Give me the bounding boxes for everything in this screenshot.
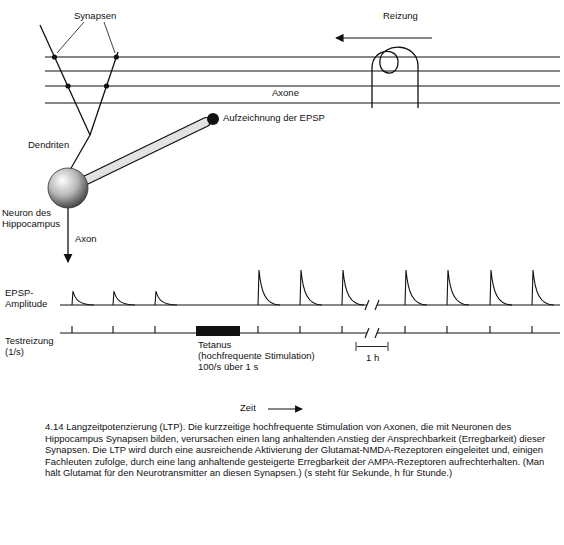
leader-lines — [57, 22, 115, 53]
synapse-dot — [52, 54, 57, 59]
label-text: 1 h — [366, 353, 379, 364]
axon-line — [45, 85, 560, 86]
recording-electrode-outline — [82, 122, 206, 182]
test-stimulus-tick — [341, 326, 342, 333]
label-text: Tetanus — [198, 340, 231, 351]
label-text: Axon — [75, 234, 97, 245]
time-bracket — [356, 342, 388, 351]
leader-line — [104, 22, 115, 53]
electrode-tip — [207, 113, 219, 125]
epsp-spike — [342, 270, 364, 305]
epsp-spike — [155, 291, 177, 305]
label-text: Aufzeichnung der EPSP — [223, 113, 325, 124]
label-text: Zeit — [240, 403, 256, 414]
axon-lines — [45, 57, 560, 103]
epsp-spike — [300, 270, 322, 305]
axon-line — [45, 70, 560, 71]
epsp-spike — [447, 270, 469, 305]
label-text: Reizung — [383, 11, 418, 22]
test-stimulus-tick — [257, 326, 258, 333]
test-stimulus-tick — [531, 326, 532, 333]
label-text: Testreizung (1/s) — [5, 336, 67, 358]
test-stimulus-tick — [154, 326, 155, 333]
test-stimulus-tick — [489, 326, 490, 333]
label-text: Axone — [272, 88, 299, 99]
synapse-dot — [65, 83, 70, 88]
axon-line — [45, 56, 560, 57]
dendrite — [90, 52, 118, 135]
traces — [60, 270, 560, 338]
test-stimulus-tick — [299, 326, 300, 333]
break-mark — [365, 328, 369, 338]
epsp-spike — [405, 270, 427, 305]
synapse-dots — [52, 54, 119, 88]
break-mark — [375, 300, 379, 310]
direction-arrow — [336, 37, 432, 38]
epsp-spike — [258, 270, 280, 305]
time-arrow — [268, 408, 302, 409]
test-stimulus-tick — [446, 326, 447, 333]
label-text: (hochfrequente Stimulation) 100/s über 1… — [198, 351, 333, 373]
neuron-soma — [48, 168, 88, 208]
test-stimulus-tick — [112, 326, 113, 333]
stimulation-electrode — [372, 47, 418, 108]
label-text: Synapsen — [74, 11, 116, 22]
epsp-spike — [490, 270, 512, 305]
figure-caption: 4.14 Langzeitpotenzierung (LTP). Die kur… — [45, 421, 550, 479]
test-stimulus-tick — [404, 326, 405, 333]
synapse-dot — [114, 54, 119, 59]
epsp-spike — [113, 291, 135, 305]
synapse-dot — [104, 83, 109, 88]
break-mark — [365, 300, 369, 310]
label-text: Dendriten — [28, 140, 69, 151]
leader-line — [57, 22, 84, 53]
test-stimulus-tick — [71, 326, 72, 333]
epsp-spike — [532, 270, 554, 305]
label-text: EPSP-Amplitude — [5, 288, 57, 310]
break-mark — [375, 328, 379, 338]
axon-arrow — [67, 208, 68, 262]
recording-electrode — [82, 122, 206, 182]
bracket-line — [357, 346, 387, 347]
bracket-tick — [388, 342, 389, 351]
bracket-tick — [356, 342, 357, 351]
epsp-spike — [72, 291, 94, 305]
axon-line — [45, 102, 560, 103]
tetanus-block — [196, 326, 240, 336]
label-text: Neuron des Hippocampus — [2, 208, 60, 230]
